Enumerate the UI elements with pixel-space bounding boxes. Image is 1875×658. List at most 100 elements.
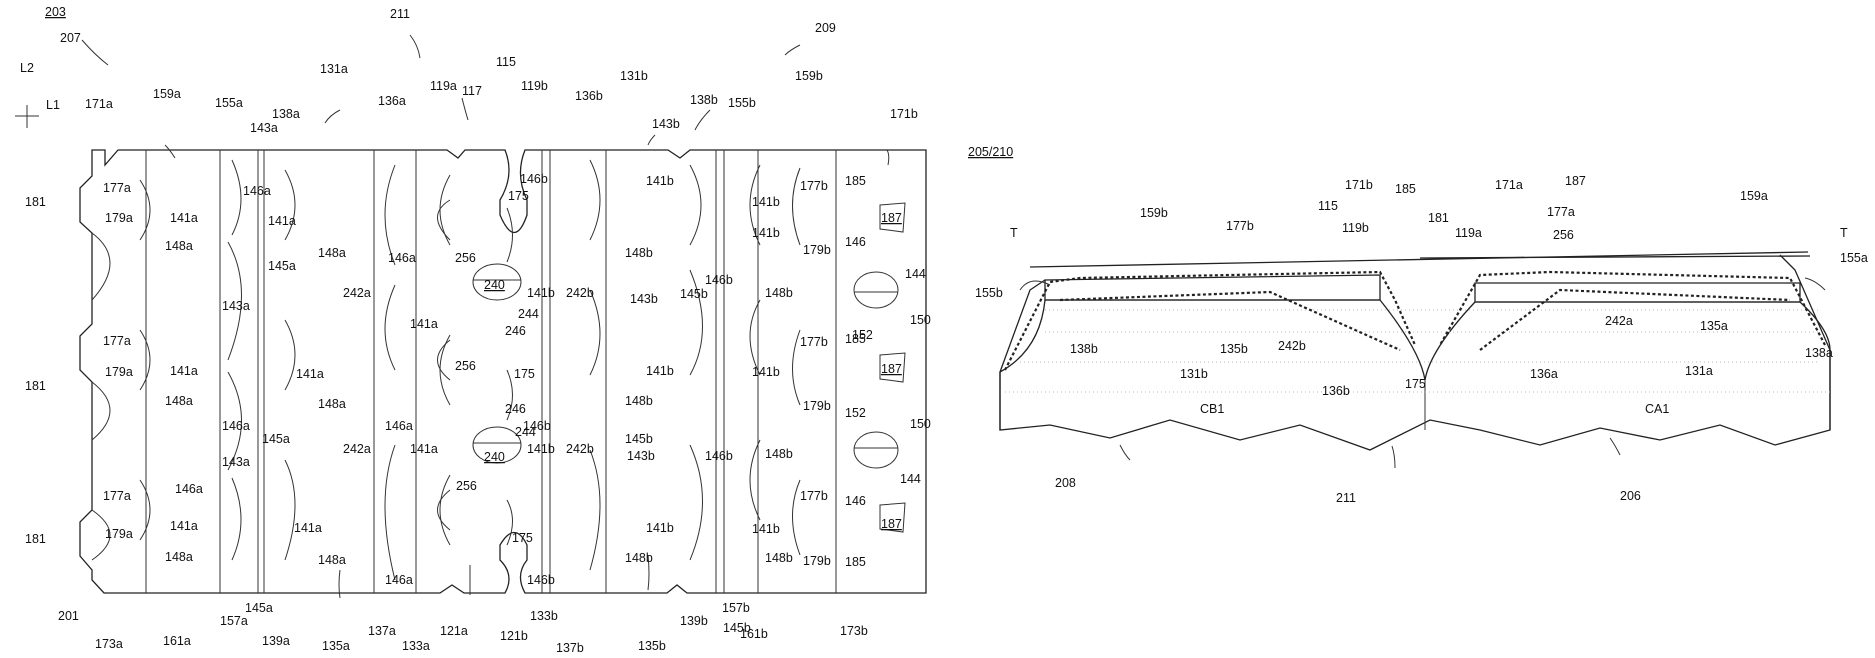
r-ref-187: 187: [1565, 174, 1586, 188]
ref-175-1: 175: [508, 189, 529, 203]
ref-148a-1: 148a: [165, 239, 193, 253]
ref-137b: 137b: [556, 641, 584, 655]
ref-148a-3: 148a: [165, 394, 193, 408]
ref-141b-3: 141b: [646, 174, 674, 188]
ref-256-2: 256: [455, 359, 476, 373]
ref-146-2: 146: [845, 494, 866, 508]
ref-146b-3: 146b: [527, 573, 555, 587]
ref-187-2: 187: [881, 362, 902, 376]
ref-152-1: 152: [852, 328, 873, 342]
ref-145a-bottom: 145a: [245, 601, 273, 615]
ref-146b-2: 146b: [523, 419, 551, 433]
ref-136a: 136a: [378, 94, 406, 108]
ref-145a-2: 145a: [262, 432, 290, 446]
r-ref-171b: 171b: [1345, 178, 1373, 192]
ref-244-2: 244: [515, 425, 536, 439]
ref-141b-2: 141b: [527, 442, 555, 456]
ref-144-1: 144: [905, 267, 926, 281]
ref-148a-6: 148a: [318, 553, 346, 567]
ref-133a: 133a: [402, 639, 430, 653]
ref-121a: 121a: [440, 624, 468, 638]
ref-159a: 159a: [153, 87, 181, 101]
ref-148a-4: 148a: [318, 397, 346, 411]
ref-240-2: 240: [484, 450, 505, 464]
r-ref-181: 181: [1428, 211, 1449, 225]
ref-146a-4: 146a: [388, 251, 416, 265]
ref-211-top: 211: [390, 7, 410, 21]
r-ref-211: 211: [1336, 491, 1356, 505]
ref-171b: 171b: [890, 107, 918, 121]
ref-152-2: 152: [845, 406, 866, 420]
ref-148b-5: 148b: [765, 447, 793, 461]
ref-141b-5: 141b: [646, 521, 674, 535]
ref-246-1: 246: [505, 324, 526, 338]
ref-209: 209: [815, 21, 836, 35]
ref-246-2: 246: [505, 402, 526, 416]
ref-141b-1: 141b: [527, 286, 555, 300]
ref-244-1: 244: [518, 307, 539, 321]
ref-141b-9: 141b: [752, 522, 780, 536]
r-ref-177b: 177b: [1226, 219, 1254, 233]
ref-119a: 119a: [430, 79, 457, 93]
ref-242b-1: 242b: [566, 286, 594, 300]
ref-146b-5: 146b: [705, 449, 733, 463]
ref-155b: 155b: [728, 96, 756, 110]
r-ref-131a: 131a: [1685, 364, 1713, 378]
ref-135b: 135b: [638, 639, 666, 653]
r-ref-256: 256: [1553, 228, 1574, 242]
r-ref-135b: 135b: [1220, 342, 1248, 356]
ref-148b-1: 148b: [625, 246, 653, 260]
ref-157b: 157b: [722, 601, 750, 615]
ref-145b-1: 145b: [680, 287, 708, 301]
ref-141a-6: 141a: [294, 521, 322, 535]
ref-173b: 173b: [840, 624, 868, 638]
leader-arrows: [15, 34, 890, 599]
r-ref-206: 206: [1620, 489, 1641, 503]
ref-256-1: 256: [455, 251, 476, 265]
ref-143a-2: 143a: [222, 299, 250, 313]
ref-173a: 173a: [95, 637, 123, 651]
axis-l1: L1: [46, 98, 60, 112]
ref-201: 201: [58, 609, 79, 623]
ref-181-3: 181: [25, 532, 46, 546]
ref-187-3: 187: [881, 517, 902, 531]
ref-138a: 138a: [272, 107, 300, 121]
r-ref-242a: 242a: [1605, 314, 1633, 328]
r-ref-115: 115: [1318, 199, 1338, 213]
sheet-outline: [79, 149, 927, 594]
ref-177a-1: 177a: [103, 181, 131, 195]
ref-148a-5: 148a: [165, 550, 193, 564]
ref-155a: 155a: [215, 96, 243, 110]
r-ref-T-2: T: [1840, 226, 1848, 240]
ref-121b: 121b: [500, 629, 528, 643]
r-ref-T-1: T: [1010, 226, 1018, 240]
ref-146a-6: 146a: [385, 573, 413, 587]
ref-143b-top: 143b: [652, 117, 680, 131]
ref-159b: 159b: [795, 69, 823, 83]
ref-207: 207: [60, 31, 81, 45]
r-ref-155a: 155a: [1840, 251, 1868, 265]
ref-179a-2: 179a: [105, 365, 133, 379]
ref-141a-8: 141a: [410, 442, 438, 456]
ref-141a-4: 141a: [296, 367, 324, 381]
r-ref-171a: 171a: [1495, 178, 1523, 192]
ref-143b-2: 143b: [630, 292, 658, 306]
ref-144-2: 144: [900, 472, 921, 486]
ref-146a-5: 146a: [385, 419, 413, 433]
axis-l2: L2: [20, 61, 34, 75]
ref-145b-2: 145b: [625, 432, 653, 446]
r-ref-177a: 177a: [1547, 205, 1575, 219]
ref-141a-5: 141a: [170, 519, 198, 533]
r-ref-185: 185: [1395, 182, 1416, 196]
r-ref-CB1: CB1: [1200, 402, 1224, 416]
ref-177b-3: 177b: [800, 489, 828, 503]
ref-256-3: 256: [456, 479, 477, 493]
ref-242a-1: 242a: [343, 286, 371, 300]
ref-117: 117: [462, 84, 482, 98]
left-sheet-drawing: 203 L2 L1 207 211 209 131a 131b 115 117 …: [15, 5, 931, 655]
figure-title-right: 205/210: [968, 145, 1013, 159]
ref-146b-1: 146b: [520, 172, 548, 186]
r-ref-131b: 131b: [1180, 367, 1208, 381]
ref-115: 115: [496, 55, 516, 69]
